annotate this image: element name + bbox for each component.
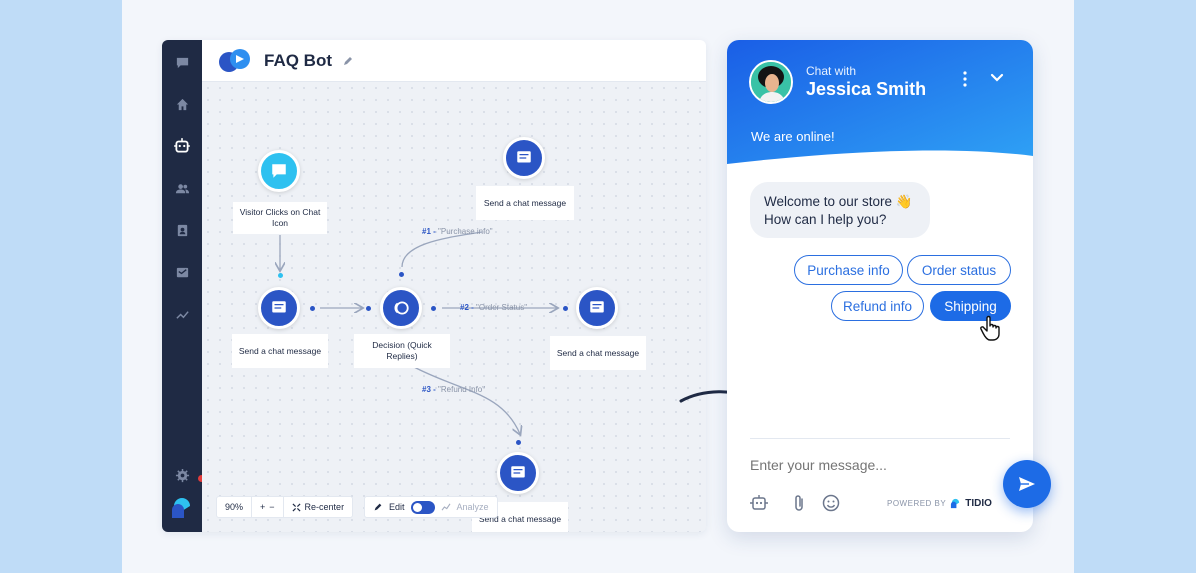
recenter-label: Re-center bbox=[304, 502, 345, 512]
quick-reply-shipping[interactable]: Shipping bbox=[930, 291, 1011, 321]
chevron-down-icon[interactable] bbox=[990, 73, 1004, 83]
edge-label-purchase: #1 - "Purchase info" bbox=[422, 227, 493, 236]
zoom-level: 90% bbox=[217, 497, 253, 517]
gear-icon bbox=[175, 468, 189, 482]
send-message-label: Send a chat message bbox=[476, 186, 574, 220]
users-icon bbox=[175, 183, 189, 193]
send-message-node[interactable] bbox=[576, 287, 618, 329]
connector-port[interactable] bbox=[516, 440, 521, 445]
bot-logo-icon bbox=[219, 48, 250, 72]
connector-port[interactable] bbox=[310, 306, 315, 311]
hand-cursor-icon bbox=[980, 315, 1000, 341]
sidebar-item-bots[interactable] bbox=[172, 136, 192, 156]
quick-reply-purchase-info[interactable]: Purchase info bbox=[794, 255, 903, 285]
avatar bbox=[749, 60, 793, 104]
bot-icon bbox=[174, 138, 190, 153]
sidebar-item-contacts[interactable] bbox=[172, 220, 192, 240]
flow-builder-app: FAQ Bot Visitor Clicks on Chat Icon bbox=[162, 40, 706, 532]
connector-port[interactable] bbox=[563, 306, 568, 311]
quick-reply-order-status[interactable]: Order status bbox=[907, 255, 1011, 285]
message-icon bbox=[517, 151, 531, 163]
message-icon bbox=[272, 301, 286, 313]
decision-icon bbox=[394, 301, 409, 315]
brand-name: TIDIO bbox=[965, 498, 992, 509]
message-input[interactable] bbox=[750, 457, 980, 473]
pencil-icon[interactable] bbox=[342, 55, 354, 67]
connector-port[interactable] bbox=[366, 306, 371, 311]
send-message-node[interactable] bbox=[497, 452, 539, 494]
send-message-node[interactable] bbox=[258, 287, 300, 329]
trigger-node[interactable] bbox=[258, 150, 300, 192]
edge-label-order: #2 - "Order Status" bbox=[460, 303, 528, 312]
pencil-icon bbox=[374, 503, 382, 511]
analyze-label[interactable]: Analyze bbox=[456, 502, 489, 512]
avatar-portrait bbox=[751, 62, 791, 102]
flow-canvas[interactable]: Visitor Clicks on Chat Icon Send a chat … bbox=[202, 82, 706, 532]
chat-with-label: Chat with bbox=[806, 64, 857, 78]
mode-toolbar: Edit Analyze bbox=[364, 496, 498, 518]
sidebar-item-visitors[interactable] bbox=[172, 178, 192, 198]
notification-dot bbox=[198, 475, 205, 482]
more-options-icon[interactable] bbox=[961, 70, 969, 88]
chat-widget: Chat with Jessica Smith We are online! W… bbox=[727, 40, 1033, 532]
recenter-button[interactable]: Re-center bbox=[284, 497, 353, 517]
composer-divider bbox=[750, 438, 1010, 439]
welcome-message: Welcome to our store 👋 How can I help yo… bbox=[750, 182, 930, 238]
trend-chart-icon bbox=[175, 310, 189, 319]
welcome-line-1: Welcome to our store 👋 bbox=[764, 194, 913, 209]
sidebar-item-settings[interactable] bbox=[172, 465, 192, 485]
decision-node-label: Decision (Quick Replies) bbox=[354, 334, 450, 368]
zoom-in-button[interactable]: + bbox=[260, 502, 266, 512]
bot-logo bbox=[216, 47, 254, 75]
send-message-label: Send a chat message bbox=[550, 336, 646, 370]
attachment-icon[interactable] bbox=[790, 493, 810, 513]
chat-header-bg bbox=[727, 40, 1033, 164]
online-status: We are online! bbox=[751, 129, 835, 144]
agent-name: Jessica Smith bbox=[806, 79, 927, 99]
connector-port[interactable] bbox=[399, 272, 404, 277]
message-icon bbox=[511, 466, 525, 478]
sidebar bbox=[162, 40, 205, 532]
connector-port[interactable] bbox=[278, 273, 283, 278]
edit-label: Edit bbox=[389, 502, 405, 512]
edge-label-refund: #3 - "Refund Info" bbox=[422, 385, 486, 394]
powered-by: POWERED BY TIDIO bbox=[887, 498, 992, 509]
recenter-icon bbox=[292, 502, 301, 512]
sidebar-item-analytics[interactable] bbox=[172, 304, 192, 324]
edit-analyze-toggle[interactable] bbox=[410, 500, 435, 514]
send-message-node[interactable] bbox=[503, 137, 545, 179]
send-button[interactable] bbox=[1003, 460, 1051, 508]
bot-title: FAQ Bot bbox=[264, 50, 332, 70]
bot-icon[interactable] bbox=[749, 493, 769, 513]
sidebar-item-home[interactable] bbox=[172, 94, 192, 114]
trigger-node-label: Visitor Clicks on Chat Icon bbox=[233, 202, 327, 234]
chat-bubble-icon bbox=[176, 57, 188, 68]
message-icon bbox=[590, 301, 604, 313]
quick-reply-refund-info[interactable]: Refund info bbox=[831, 291, 924, 321]
chat-bubble-icon bbox=[272, 164, 286, 178]
builder-topbar: FAQ Bot bbox=[202, 40, 706, 82]
tidio-logo-icon bbox=[951, 498, 960, 509]
sidebar-item-mailing[interactable] bbox=[172, 262, 192, 282]
zoom-toolbar: 90% + − Re-center bbox=[216, 496, 354, 518]
decision-node[interactable] bbox=[380, 287, 422, 329]
contacts-book-icon bbox=[177, 224, 187, 236]
sidebar-item-inbox[interactable] bbox=[172, 52, 192, 72]
inbox-icon bbox=[176, 267, 188, 277]
flow-connectors bbox=[202, 231, 706, 532]
connector-port[interactable] bbox=[431, 306, 436, 311]
home-icon bbox=[176, 98, 188, 110]
zoom-controls: + − bbox=[252, 497, 284, 517]
zoom-out-button[interactable]: − bbox=[269, 502, 275, 512]
emoji-icon[interactable] bbox=[821, 493, 841, 513]
tidio-logo-icon[interactable] bbox=[170, 496, 194, 520]
welcome-line-2: How can I help you? bbox=[764, 212, 887, 227]
powered-by-label: POWERED BY bbox=[887, 499, 947, 508]
send-icon bbox=[1019, 477, 1035, 491]
send-message-label: Send a chat message bbox=[232, 334, 328, 368]
analyze-icon bbox=[441, 503, 450, 511]
